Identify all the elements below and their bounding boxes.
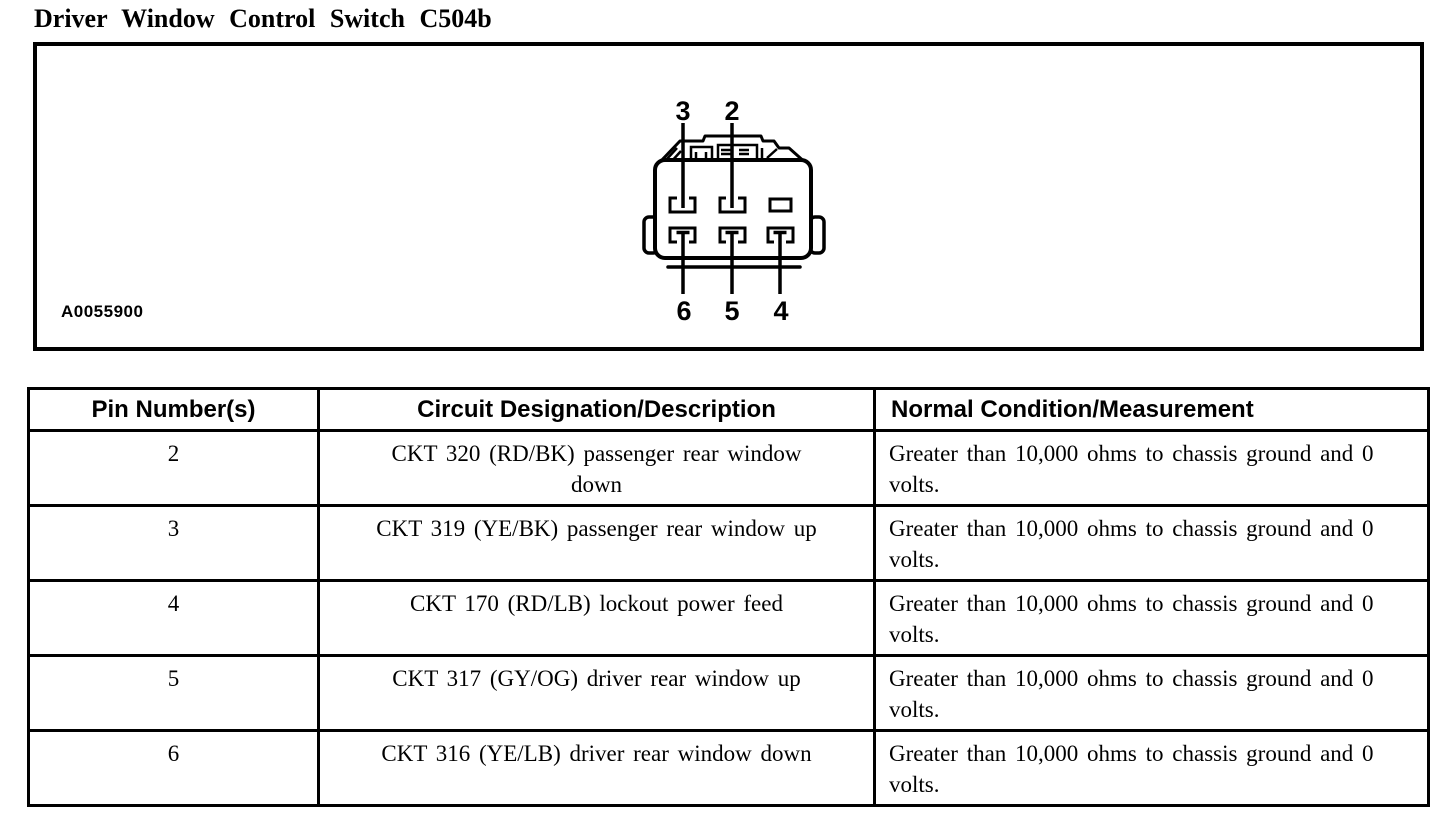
pin-label-5: 5 [724, 296, 739, 326]
connector-diagram: 3 2 6 5 4 [642, 96, 826, 326]
pin-table: Pin Number(s) Circuit Designation/Descri… [27, 387, 1430, 807]
cell-normal-condition: Greater than 10,000 ohms to chassis grou… [873, 579, 1430, 657]
cell-normal-condition: Greater than 10,000 ohms to chassis grou… [873, 429, 1430, 507]
cell-normal-condition: Greater than 10,000 ohms to chassis grou… [873, 504, 1430, 582]
table-row: 3 CKT 319 (YE/BK) passenger rear window … [27, 504, 1430, 582]
pin-slot-4 [766, 226, 795, 244]
pin-slot-5 [718, 226, 747, 244]
leader-line-5 [725, 230, 739, 294]
pin-slot-2 [718, 196, 747, 214]
cell-pin-number: 6 [27, 729, 320, 807]
figure-id: A0055900 [61, 302, 144, 321]
table-row: 5 CKT 317 (GY/OG) driver rear window up … [27, 654, 1430, 732]
leader-line-4 [773, 230, 787, 294]
table-row: 6 CKT 316 (YE/LB) driver rear window dow… [27, 729, 1430, 807]
col-header-normal-condition: Normal Condition/Measurement [873, 387, 1430, 432]
cell-pin-number: 3 [27, 504, 320, 582]
cell-circuit-description: CKT 319 (YE/BK) passenger rear window up [317, 504, 876, 582]
col-header-circuit-designation: Circuit Designation/Description [317, 387, 876, 432]
pin-slot-3 [668, 196, 697, 214]
pin-slot-6 [668, 226, 697, 244]
table-row: 4 CKT 170 (RD/LB) lockout power feed Gre… [27, 579, 1430, 657]
pin-label-6: 6 [676, 296, 691, 326]
col-header-pin-numbers: Pin Number(s) [27, 387, 320, 432]
cell-normal-condition: Greater than 10,000 ohms to chassis grou… [873, 654, 1430, 732]
cell-pin-number: 5 [27, 654, 320, 732]
pin-label-3: 3 [675, 96, 690, 126]
cell-circuit-description: CKT 316 (YE/LB) driver rear window down [317, 729, 876, 807]
pin-slot-1 [768, 197, 793, 213]
pin-label-4: 4 [773, 296, 788, 326]
cell-pin-number: 4 [27, 579, 320, 657]
connector-diagram-box: 3 2 6 5 4 A0055900 [33, 42, 1424, 351]
cell-pin-number: 2 [27, 429, 320, 507]
connector-latch-detail [665, 143, 778, 163]
cell-circuit-description: CKT 320 (RD/BK) passenger rear window do… [317, 429, 876, 507]
cell-normal-condition: Greater than 10,000 ohms to chassis grou… [873, 729, 1430, 807]
leader-line-6 [676, 230, 690, 294]
pin-label-2: 2 [724, 96, 739, 126]
pin-table-body: 2 CKT 320 (RD/BK) passenger rear window … [27, 429, 1430, 807]
table-row: 2 CKT 320 (RD/BK) passenger rear window … [27, 429, 1430, 507]
table-header-row: Pin Number(s) Circuit Designation/Descri… [27, 387, 1430, 432]
cell-circuit-description: CKT 317 (GY/OG) driver rear window up [317, 654, 876, 732]
page-title: Driver Window Control Switch C504b [34, 4, 492, 33]
cell-circuit-description: CKT 170 (RD/LB) lockout power feed [317, 579, 876, 657]
